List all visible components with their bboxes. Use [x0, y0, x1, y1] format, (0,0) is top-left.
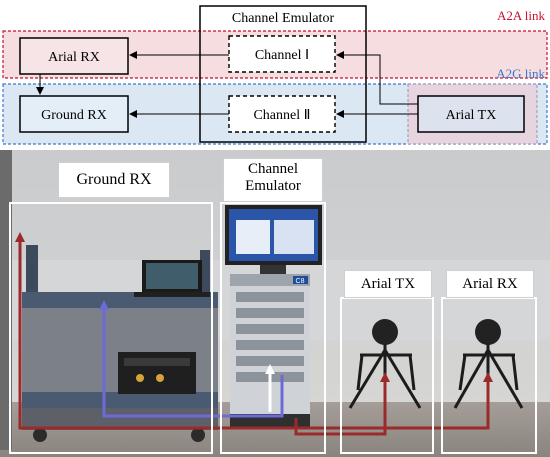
red-trace-arrow — [15, 232, 25, 242]
arial-tx-tripod — [348, 319, 422, 409]
blue-trace-arrow — [99, 300, 109, 310]
device-badge: C8 — [296, 278, 305, 285]
channel-emulator-box — [199, 5, 367, 143]
blue-trace — [102, 308, 284, 418]
channel-emulator-device: C8 — [225, 205, 322, 428]
ground-rx-cart — [22, 245, 218, 442]
photo-arial-tx-label: Arial TX — [344, 270, 432, 298]
ground-rx-label: Ground RX — [41, 108, 107, 123]
arial-rx-label: Arial RX — [48, 50, 100, 65]
red-trace — [18, 240, 490, 430]
photo-emulator-label-line2: Emulator — [245, 178, 301, 195]
photo-ground-rx-label: Ground RX — [58, 162, 170, 198]
a2g-link-label: A2G link — [496, 66, 545, 81]
channel-2-label: Channel Ⅱ — [253, 108, 310, 123]
channel-1-box — [228, 35, 336, 73]
channel-emulator-title: Channel Emulator — [232, 11, 335, 26]
arial-tx-label: Arial TX — [446, 108, 497, 123]
ground-rx-box — [19, 95, 129, 133]
white-trace-arrow — [265, 364, 275, 374]
channel-1-label: Channel Ⅰ — [255, 48, 309, 63]
photo-arial-rx-label: Arial RX — [446, 270, 534, 298]
arial-rx-frame — [441, 297, 537, 454]
red-trace-up-arrow — [483, 372, 493, 382]
arrow-tx-to-ch1 — [336, 51, 418, 105]
a2a-link-label: A2A link — [497, 8, 546, 23]
red-trace-2-arrow — [380, 372, 390, 382]
emulator-frame — [220, 202, 326, 454]
block-diagram: A2A link A2G link Channel Emulator Arial… — [2, 5, 548, 145]
photo-emulator-label-line1: Channel — [248, 161, 298, 177]
experimental-setup-photo: C8 — [0, 150, 550, 457]
ground-rx-frame — [9, 202, 213, 454]
photo-emulator-label: Channel Emulator — [223, 158, 323, 202]
arial-tx-frame — [340, 297, 434, 454]
arial-rx-box — [19, 37, 129, 75]
